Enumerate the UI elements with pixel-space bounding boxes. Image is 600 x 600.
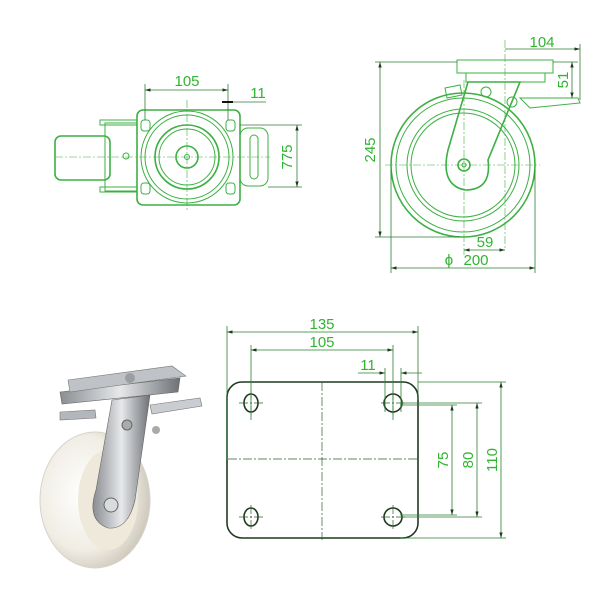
plate-dim-75: 75 [435, 452, 452, 469]
plate-dim-105: 105 [309, 334, 334, 351]
mounting-plate [226, 381, 419, 539]
brake-tube [54, 135, 111, 181]
top-view-dim-11: 11 [250, 85, 266, 102]
diameter-symbol: ϕ [445, 252, 453, 269]
side-dim-200: 200 [463, 252, 488, 269]
side-view: 104 51 245 59 ϕ 200 [362, 34, 581, 273]
top-view-dim-105: 105 [174, 73, 199, 90]
plate-dim-135: 135 [309, 316, 334, 333]
side-dim-51: 51 [555, 72, 572, 89]
side-dim-245: 245 [362, 137, 379, 162]
side-fork [445, 81, 522, 191]
side-dim-59: 59 [477, 234, 494, 251]
plate-dim-80: 80 [460, 452, 477, 469]
side-dim-104: 104 [529, 34, 554, 51]
top-view-dim-775: 775 [279, 144, 296, 169]
top-view: 105 11 775 [54, 73, 302, 212]
plate-dim-11: 11 [360, 357, 376, 374]
plate-view: 135 105 11 75 80 110 [226, 316, 506, 540]
plate-dim-110: 110 [484, 448, 501, 472]
caster-product-image [39, 365, 203, 569]
side-brake-pedal [518, 97, 581, 109]
